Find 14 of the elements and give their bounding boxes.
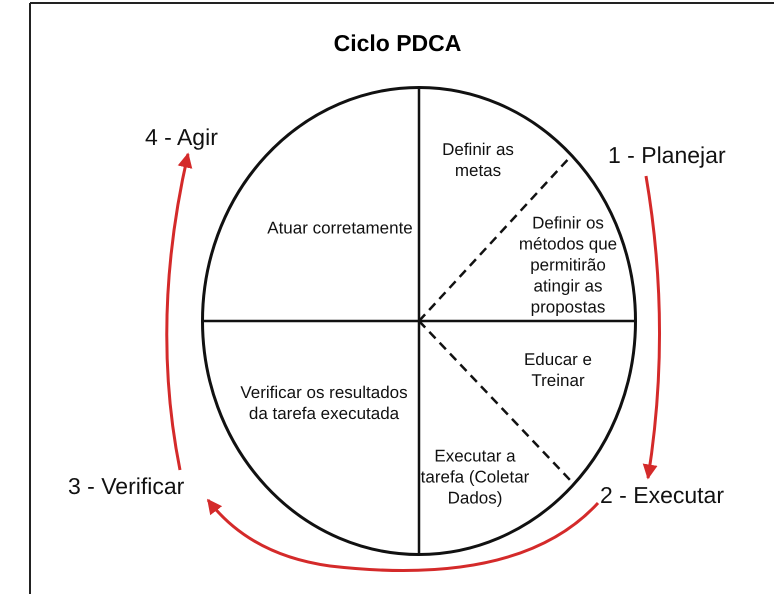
sector-text: Definir os métodos que permitirão atingir as propostas: [508, 212, 628, 318]
stage-label: 1 - Planejar: [608, 142, 726, 169]
sector-text: Verificar os resultados da tarefa executada: [234, 382, 414, 424]
stage-label: 2 - Executar: [600, 482, 724, 509]
stage-label: 3 - Verificar: [68, 473, 184, 500]
sector-text: Executar a tarefa (Coletar Dados): [420, 446, 530, 508]
sector-text: Atuar corretamente: [260, 218, 420, 238]
cycle-arrow: [206, 498, 600, 572]
stage-label: 4 - Agir: [145, 124, 218, 151]
sector-text: Educar e Treinar: [503, 349, 613, 391]
cycle-arrow: [642, 176, 661, 480]
cycle-arrow: [165, 152, 193, 470]
diagram-title: Ciclo PDCA: [334, 30, 462, 56]
sector-text: Definir as metas: [423, 139, 533, 181]
